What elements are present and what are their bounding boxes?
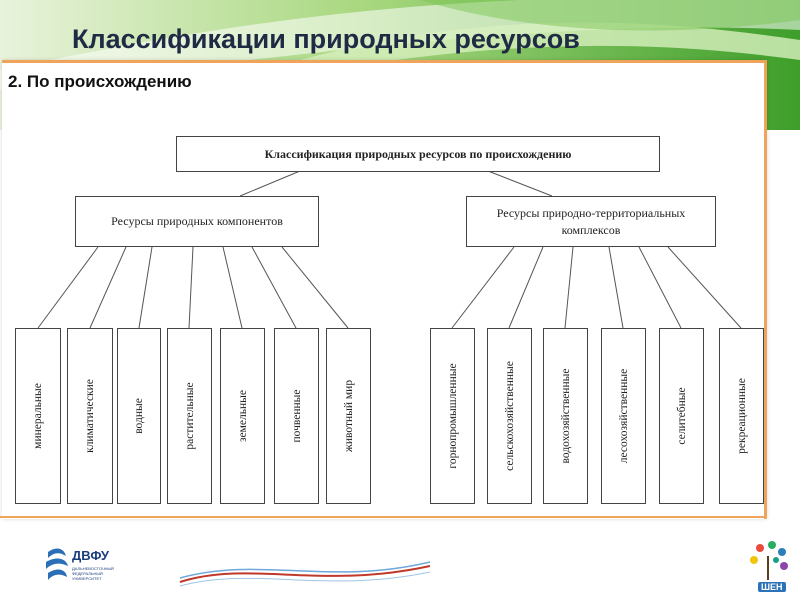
leaf-label: климатические — [84, 379, 96, 453]
leaf-node: животный мир — [326, 328, 371, 504]
leaf-node: водные — [117, 328, 161, 504]
leaf-label: лесохозяйственные — [617, 368, 630, 464]
leaf-label: горнопромышленные — [446, 363, 459, 469]
leaf-node: минеральные — [15, 328, 61, 504]
leaf-label: сельскохозяйственные — [503, 361, 516, 471]
dvfu-logo-icon — [46, 548, 68, 580]
leaf-label: животный мир — [342, 379, 355, 453]
dvfu-logo-subtext: ДАЛЬНЕВОСТОЧНЫЙ ФЕДЕРАЛЬНЫЙ УНИВЕРСИТЕТ — [72, 566, 114, 581]
leaf-label: минеральные — [32, 383, 44, 449]
leaf-label: почвенные — [290, 389, 303, 443]
shen-logo-icon — [750, 541, 788, 580]
leaf-node: лесохозяйственные — [601, 328, 646, 504]
leaf-node: горнопромышленные — [430, 328, 475, 504]
leaf-label: водные — [133, 398, 145, 434]
group-node-natural-components: Ресурсы природных компонентов — [75, 196, 319, 247]
leaf-node: сельскохозяйственные — [487, 328, 532, 504]
leaf-node: почвенные — [274, 328, 319, 504]
leaf-label: рекреационные — [735, 378, 748, 454]
leaf-node: рекреационные — [719, 328, 764, 504]
leaf-label: растительные — [183, 382, 196, 450]
group-node-territorial-complexes: Ресурсы природно-территориальных комплек… — [466, 196, 716, 247]
leaf-node: растительные — [167, 328, 212, 504]
leaf-label: селитебные — [675, 387, 688, 445]
content-bottom-rule — [0, 516, 766, 518]
diagram-root-node: Классификация природных ресурсов по прои… — [176, 136, 660, 172]
slide-title: Классификации природных ресурсов — [72, 24, 580, 54]
leaf-node: водохозяйственные — [543, 328, 588, 504]
dvfu-logo-text: ДВФУ — [72, 548, 110, 563]
leaf-node: земельные — [220, 328, 265, 504]
leaf-node: климатические — [67, 328, 113, 504]
leaf-label: водохозяйственные — [559, 368, 572, 464]
shen-logo-text: ШЕН — [758, 582, 786, 592]
leaf-label: земельные — [236, 390, 249, 442]
leaf-node: селитебные — [659, 328, 704, 504]
footer-decoration — [46, 541, 788, 587]
slide-subtitle: 2. По происхождению — [8, 72, 192, 91]
